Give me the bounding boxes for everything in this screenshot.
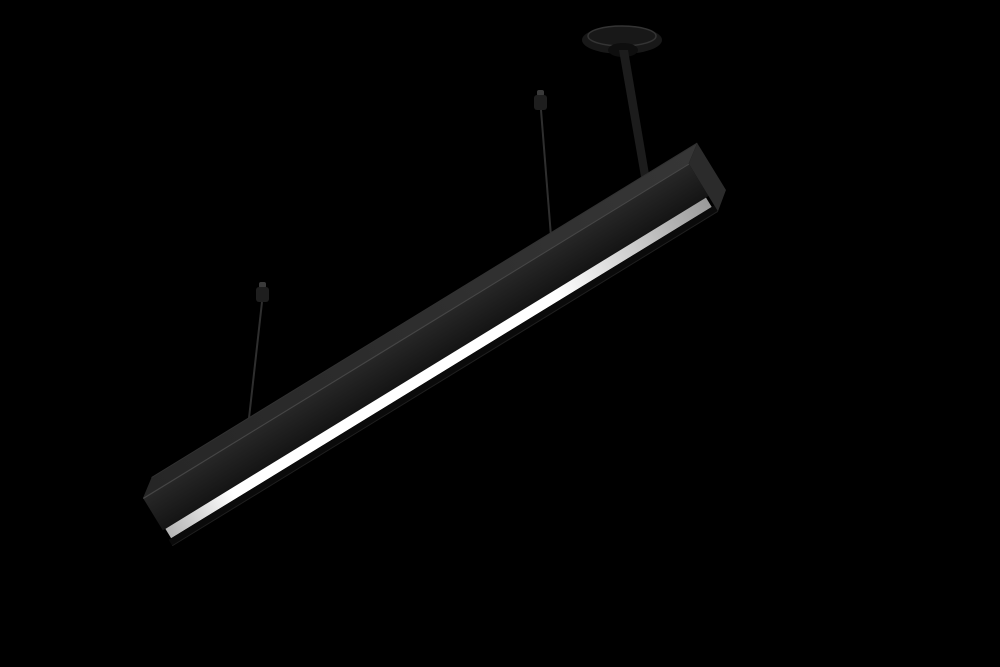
led-diffuser-strip (165, 197, 712, 539)
fixture-front-face (143, 163, 709, 531)
suspension-left (246, 282, 269, 437)
suspension-cable-middle (540, 109, 553, 250)
fixture-end-cap (688, 143, 726, 212)
fixture-bottom-lip (168, 205, 718, 546)
suspension-middle (534, 90, 553, 250)
suspension-rod (619, 50, 652, 194)
cable-gripper-left (256, 287, 269, 302)
fixture-top-edge-line (151, 142, 698, 478)
fixture-bottom-edge-line (171, 210, 719, 547)
cable-gripper-middle (534, 95, 547, 110)
linear-pendant-fixture (142, 142, 726, 547)
canopy-disc (582, 26, 662, 54)
cable-gripper-tip-left (259, 282, 266, 288)
fixture-ridge-highlight (142, 163, 690, 499)
suspension-cable-left (246, 301, 263, 437)
fixture-top-face (143, 143, 698, 498)
cable-gripper-tip-middle (537, 90, 544, 96)
